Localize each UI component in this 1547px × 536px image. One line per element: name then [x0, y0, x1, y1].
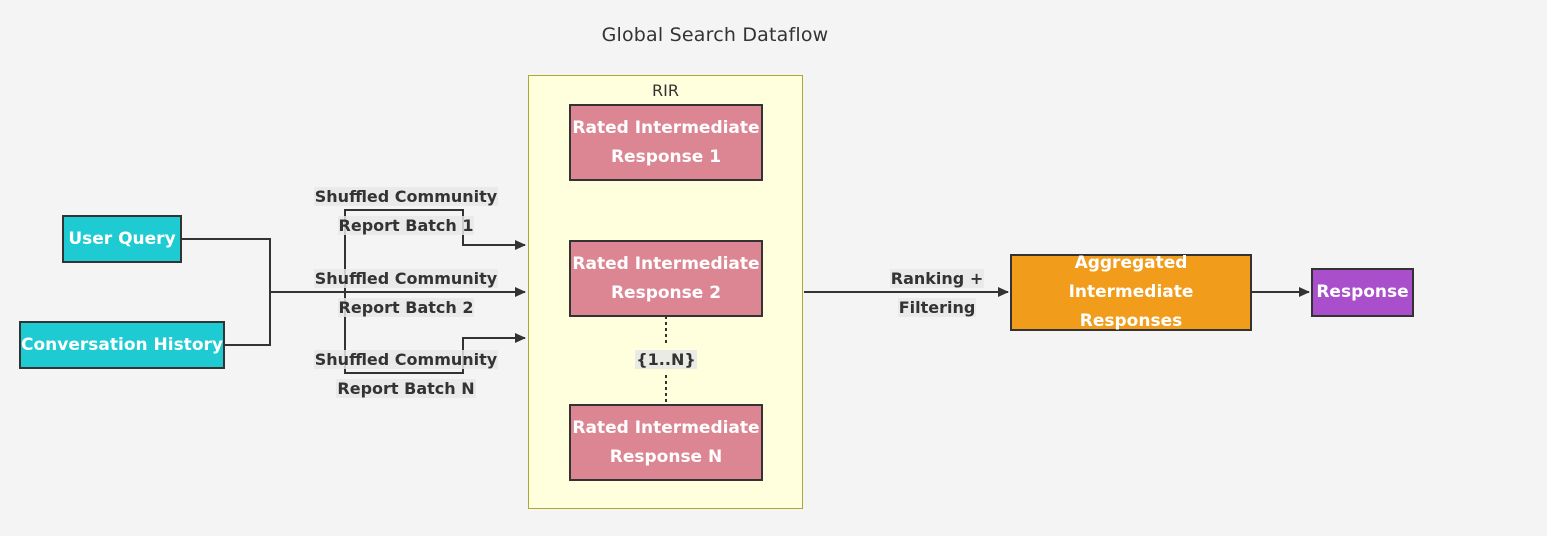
rir-n-line-1: Rated Intermediate [572, 417, 760, 438]
user-query-label: User Query [68, 228, 176, 249]
edge-label-batch-n: Shuffled Community Report Batch N [306, 345, 506, 403]
response-label: Response [1316, 282, 1409, 302]
batch-2-line-2: Report Batch 2 [337, 298, 475, 317]
edge-batch-n [344, 292, 526, 374]
rir-1-line-1: Rated Intermediate [572, 117, 760, 138]
ranking-line-2: Filtering [897, 298, 977, 317]
batch-n-line-1: Shuffled Community [313, 350, 499, 369]
rir-n-node: Rated Intermediate Response N [569, 404, 763, 481]
user-query-node: User Query [62, 215, 182, 263]
edge-batch-1 [344, 209, 526, 292]
response-node: Response [1311, 268, 1414, 317]
edge-label-ranking: Ranking + Filtering [877, 264, 997, 322]
aggregated-line-1: Aggregated Intermediate [1068, 253, 1194, 302]
edge-user-query [182, 238, 271, 292]
cluster-label: RIR [652, 81, 679, 100]
edge-label-range: {1..N} [626, 345, 706, 374]
conversation-history-node: Conversation History [19, 321, 225, 369]
edge-conversation-history [225, 292, 271, 346]
conversation-history-label: Conversation History [21, 334, 223, 355]
rir-2-line-2: Response 2 [610, 282, 722, 303]
rir-1-line-2: Response 1 [610, 146, 722, 167]
edge-label-batch-2: Shuffled Community Report Batch 2 [306, 264, 506, 322]
batch-n-line-2: Report Batch N [336, 379, 476, 398]
rir-n-line-2: Response N [609, 446, 723, 467]
aggregated-node: Aggregated Intermediate Responses [1010, 253, 1252, 331]
rir-1-node: Rated Intermediate Response 1 [569, 104, 763, 181]
batch-1-line-1: Shuffled Community [313, 187, 499, 206]
diagram-title: Global Search Dataflow [601, 24, 829, 46]
batch-1-line-2: Report Batch 1 [337, 216, 475, 235]
rir-2-node: Rated Intermediate Response 2 [569, 240, 763, 317]
aggregated-line-2: Responses [1079, 311, 1183, 331]
ranking-line-1: Ranking + [889, 269, 985, 288]
rir-2-line-1: Rated Intermediate [572, 253, 760, 274]
batch-2-line-1: Shuffled Community [313, 269, 499, 288]
edge-label-batch-1: Shuffled Community Report Batch 1 [306, 182, 506, 240]
range-text: {1..N} [635, 350, 697, 369]
